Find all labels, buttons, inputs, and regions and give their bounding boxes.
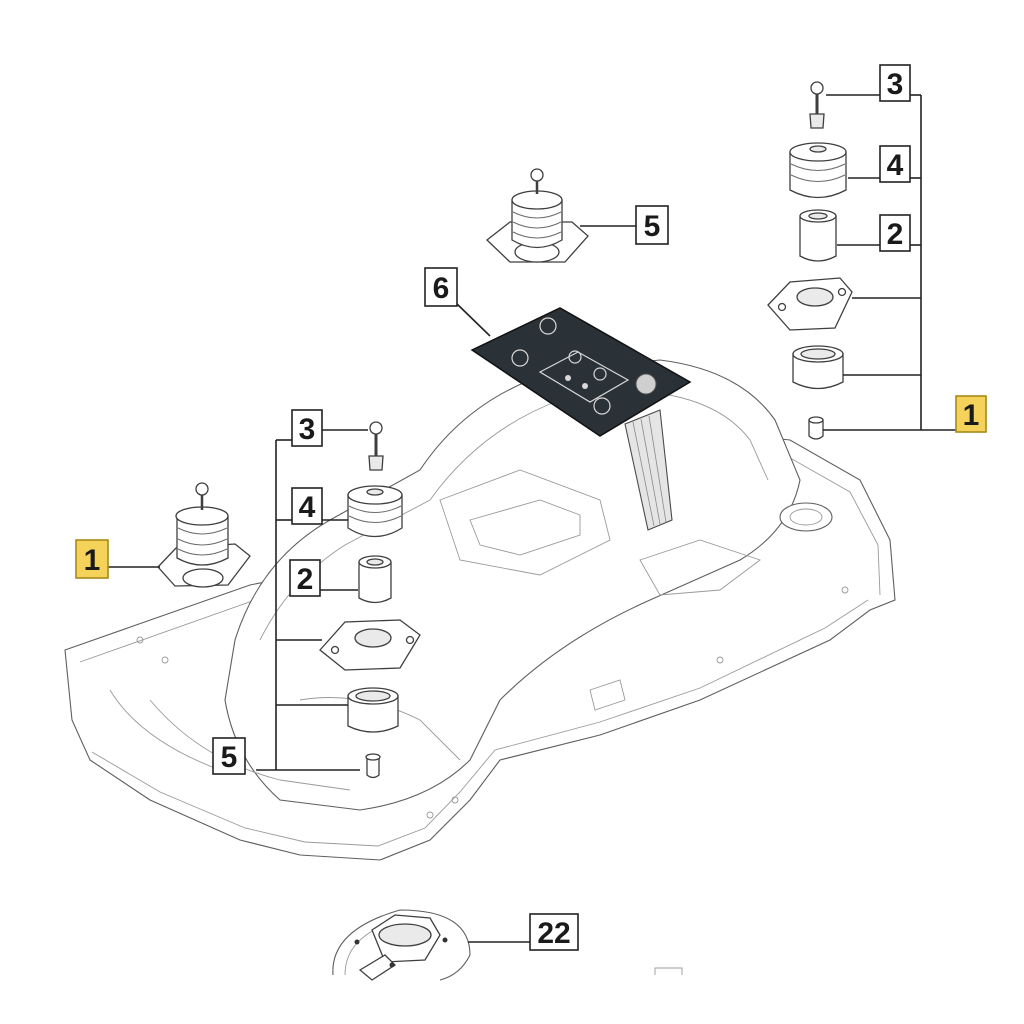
callout-4-center: 4	[291, 487, 323, 525]
mower-chassis	[64, 359, 896, 861]
pin-center	[365, 753, 381, 779]
svg-text:3: 3	[299, 413, 316, 446]
svg-text:22: 22	[537, 917, 570, 950]
leader-lines	[107, 94, 956, 943]
shock-mount-assembly-left	[157, 482, 251, 588]
bellows-right	[789, 142, 847, 199]
callout-22: 22	[529, 913, 579, 951]
callout-1-left: 1	[75, 539, 109, 579]
callout-5-center: 5	[212, 737, 246, 775]
bolt-right	[809, 81, 825, 129]
shock-mount-assembly-top	[486, 168, 589, 263]
callout-3-center: 3	[291, 409, 323, 447]
svg-text:1: 1	[963, 399, 980, 432]
svg-text:5: 5	[221, 741, 238, 774]
bolt-center	[368, 421, 384, 471]
sleeve-right	[799, 209, 837, 262]
collision-sensor-part	[332, 909, 683, 981]
svg-text:4: 4	[299, 491, 316, 524]
pin-right	[808, 416, 824, 440]
right-exploded-stack	[767, 81, 853, 440]
svg-text:2: 2	[887, 218, 904, 251]
cup-center	[347, 687, 399, 733]
callout-2-center: 2	[289, 559, 321, 597]
flange-center	[319, 619, 421, 671]
bellows-center	[347, 485, 403, 538]
callout-1-right: 1	[955, 395, 987, 433]
callout-4-right: 4	[879, 145, 911, 183]
svg-text:4: 4	[887, 149, 904, 182]
callout-5-top: 5	[635, 205, 669, 245]
callout-3-right: 3	[879, 64, 911, 102]
center-exploded-stack	[319, 421, 421, 779]
svg-text:3: 3	[887, 68, 904, 101]
control-panel-keypad	[470, 307, 692, 531]
svg-text:2: 2	[297, 563, 314, 596]
svg-text:5: 5	[644, 210, 661, 243]
sleeve-center	[358, 555, 392, 604]
callout-6: 6	[424, 267, 458, 307]
callout-2-right: 2	[879, 214, 911, 252]
cup-right	[792, 345, 844, 390]
svg-text:6: 6	[433, 272, 450, 305]
svg-text:1: 1	[84, 544, 101, 577]
flange-right	[767, 277, 853, 331]
